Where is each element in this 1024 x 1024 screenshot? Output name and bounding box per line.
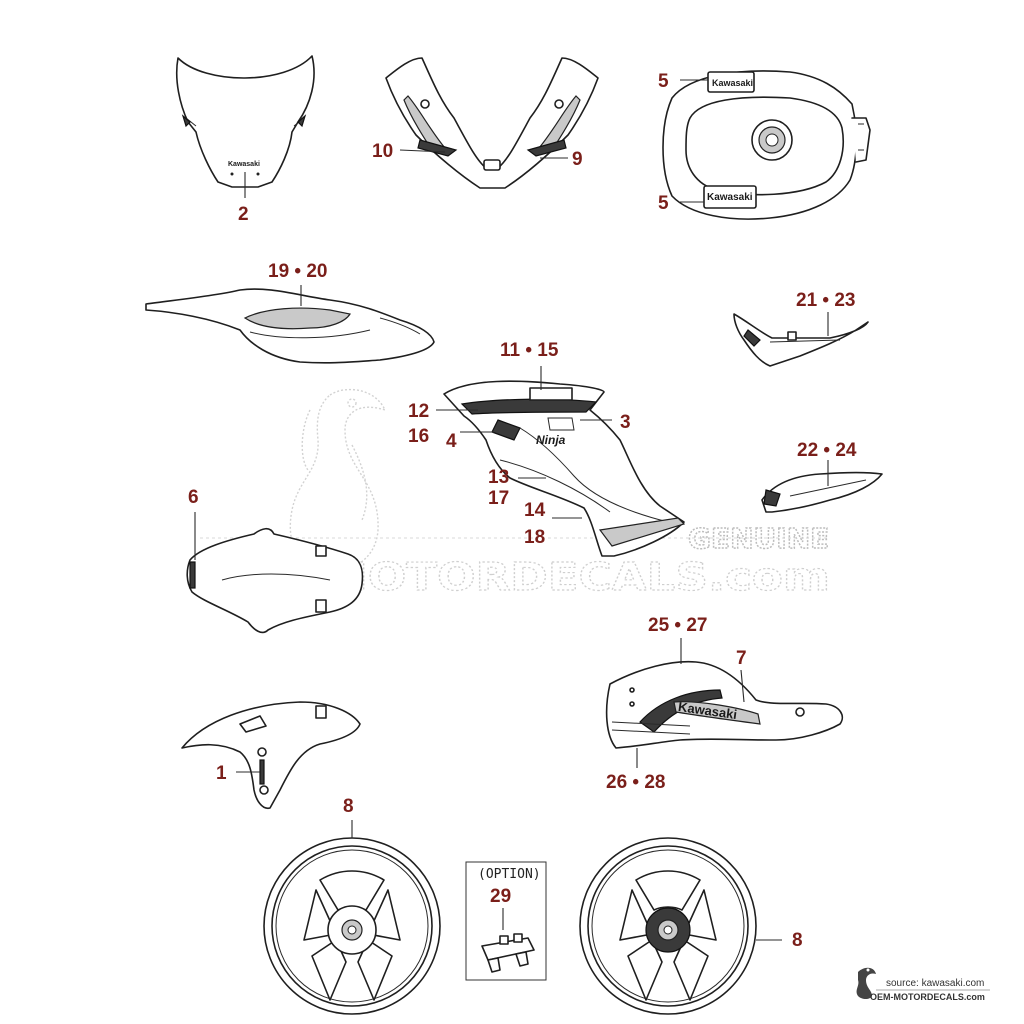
windscreen: Kawasaki: [175, 55, 315, 198]
callout-21-23: 21 • 23: [796, 290, 855, 311]
site-text: OEM-MOTORDECALS.com: [870, 992, 985, 1002]
callout-16: 16: [408, 426, 429, 447]
lower-cowl: Kawasaki: [605, 638, 844, 768]
option-label: (OPTION): [478, 867, 541, 882]
bird-logo-icon: [856, 967, 876, 999]
callout-4: 4: [446, 431, 457, 452]
callout-17: 17: [488, 488, 509, 509]
rear-wheel: [579, 837, 782, 1015]
callout-25-27: 25 • 27: [648, 615, 707, 636]
side-cover-lower: [761, 460, 883, 513]
windscreen-decal: Kawasaki: [228, 161, 260, 168]
tank-decal-top: Kawasaki: [712, 78, 753, 88]
tail-cowl: [186, 512, 364, 634]
upper-cowl: [385, 57, 599, 189]
callout-19-20: 19 • 20: [268, 261, 327, 282]
front-fender: [181, 701, 361, 810]
callout-8-front: 8: [343, 796, 354, 817]
side-fairing: Ninja: [436, 366, 686, 557]
callout-labels: 2 10 9 5 5 19 • 20 21 • 23 11 • 15 12 16…: [188, 71, 857, 951]
front-wheel: [263, 820, 441, 1015]
callout-9: 9: [572, 149, 583, 170]
callout-5-bottom: 5: [658, 193, 669, 214]
side-cover-upper: [733, 312, 869, 367]
callout-1: 1: [216, 763, 227, 784]
callout-12: 12: [408, 401, 429, 422]
callout-14: 14: [524, 500, 546, 521]
callout-5-top: 5: [658, 71, 669, 92]
callout-6: 6: [188, 487, 199, 508]
source-credit: source: kawasaki.com OEM-MOTORDECALS.com: [856, 967, 990, 1002]
callout-18: 18: [524, 527, 545, 548]
watermark-bird-icon: [289, 388, 387, 572]
callout-2: 2: [238, 204, 249, 225]
callout-8-rear: 8: [792, 930, 803, 951]
callout-13: 13: [488, 467, 509, 488]
fairing-model-decal: Ninja: [536, 433, 566, 447]
callout-29: 29: [490, 886, 511, 907]
fuel-tank: Kawasaki Kawasaki: [662, 70, 871, 220]
callout-26-28: 26 • 28: [606, 772, 665, 793]
callout-22-24: 22 • 24: [797, 440, 857, 461]
callout-7: 7: [736, 648, 747, 669]
option-box: (OPTION): [465, 861, 547, 981]
option-clip-part: [481, 933, 535, 973]
callout-3: 3: [620, 412, 631, 433]
tank-decal-bottom: Kawasaki: [707, 192, 753, 203]
source-text: source: kawasaki.com: [886, 978, 984, 989]
callout-11-15: 11 • 15: [500, 340, 559, 361]
seat-cowl: [145, 285, 435, 364]
callout-10: 10: [372, 141, 393, 162]
